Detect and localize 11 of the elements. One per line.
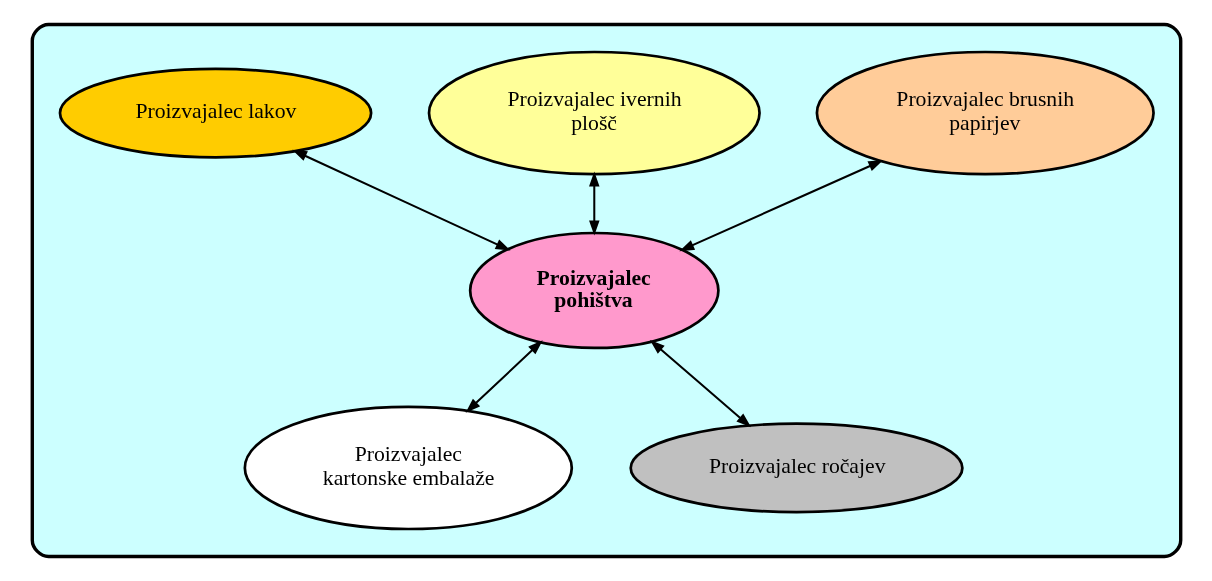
arrow [588,171,599,236]
arrow [649,339,751,428]
arrow [291,149,511,251]
node-ellipse: Proizvajalec ročajev [628,422,964,514]
node-ellipse: Proizvajalec ivernih plošč [427,50,761,176]
node-ellipse: Proizvajalec pohištva [468,231,720,350]
node-ellipse: Proizvajalec kartonske embalaže [243,405,573,531]
cluster [30,22,1182,559]
node-ellipse: Proizvajalec brusnih papirjev [815,50,1155,176]
arrow [678,160,883,252]
arrow [465,340,543,413]
